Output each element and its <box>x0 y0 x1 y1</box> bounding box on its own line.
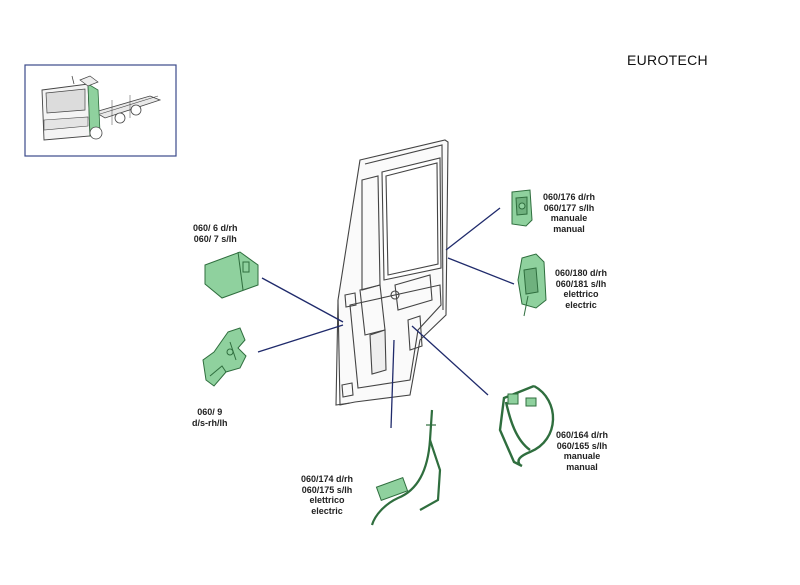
callout-line: manual <box>566 461 598 472</box>
leader-lines <box>257 207 515 429</box>
callout-line: 060/175 s/lh <box>301 484 353 495</box>
callout-electric-lock: 060/180 d/rh 060/181 s/lh elettrico elec… <box>555 268 607 310</box>
callout-lock: 060/ 9 d/s-rh/lh <box>192 407 228 428</box>
callout-line: 060/176 d/rh <box>543 192 596 202</box>
callout-line: 060/174 d/rh <box>301 474 354 484</box>
hinge-part <box>204 251 259 299</box>
callout-manual-regulator: 060/164 d/rh 060/165 s/lh manuale manual <box>556 430 608 472</box>
callout-line: 060/164 d/rh <box>556 430 609 440</box>
callout-hinge: 060/ 6 d/rh 060/ 7 s/lh <box>193 223 238 244</box>
lock-part <box>202 327 247 387</box>
callout-line: manuale <box>550 213 588 223</box>
callout-line: d/s-rh/lh <box>192 417 228 428</box>
electric-regulator-part <box>370 409 442 526</box>
callout-line: 060/ 6 d/rh <box>193 223 238 233</box>
callout-line: 060/177 s/lh <box>543 202 595 213</box>
callout-line: 060/181 s/lh <box>555 278 607 289</box>
manual-regulator-part <box>498 384 555 468</box>
callout-line: electric <box>565 299 597 310</box>
truck-thumbnail <box>24 64 177 157</box>
callout-line: 060/ 9 <box>197 407 223 417</box>
callout-line: manual <box>553 223 585 234</box>
electric-lock-part <box>517 253 547 317</box>
inner-handle-part <box>511 189 533 227</box>
callout-line: electric <box>311 505 343 516</box>
callout-line: manuale <box>563 451 601 461</box>
callout-line: 060/ 7 s/lh <box>193 233 237 244</box>
callout-line: 060/165 s/lh <box>556 440 608 451</box>
door-assembly <box>335 139 449 406</box>
callout-line: 060/180 d/rh <box>555 268 608 278</box>
callout-line: elettrico <box>309 495 345 505</box>
callout-electric-regulator: 060/174 d/rh 060/175 s/lh elettrico elec… <box>301 474 353 516</box>
diagram-title: EUROTECH <box>627 52 708 68</box>
callout-inner-handle: 060/176 d/rh 060/177 s/lh manuale manual <box>543 192 595 234</box>
callout-line: elettrico <box>563 289 599 299</box>
